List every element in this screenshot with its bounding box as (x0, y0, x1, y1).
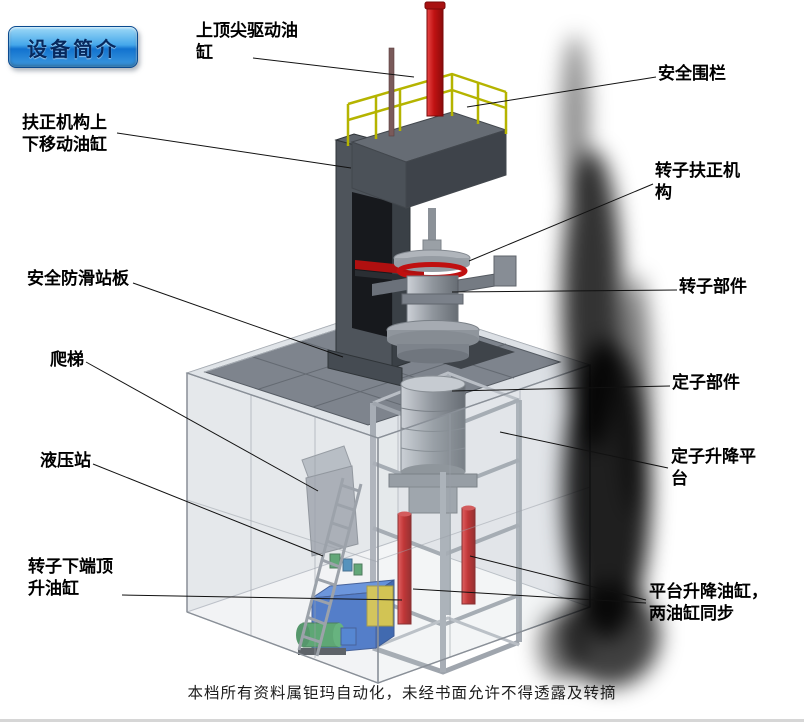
smoke-shadow (538, 35, 660, 687)
leader-hydraulic-station (92, 463, 324, 557)
rotor-assembly (372, 208, 517, 364)
leader-rotor-centering-mechanism (468, 183, 654, 262)
label-hydraulic-station: 液压站 (40, 451, 91, 470)
label-platform-lift-cylinders: 平台升降油缸，两油缸同步 (649, 582, 768, 624)
label-rotor-centering-mechanism: 转子扶正机构 (655, 161, 740, 203)
label-rotor-bottom-jack-cylinder: 转子下端顶升油缸 (28, 557, 113, 599)
ladder (297, 477, 363, 657)
footer-note: 本档所有资料属钜玛自动化，未经书面允许不得透露及转摘 (187, 685, 617, 702)
badge-label: 设备简介 (27, 38, 119, 61)
title-badge: 设备简介 (8, 26, 138, 68)
platform-lift-cylinders (397, 505, 476, 625)
hydraulic-station (296, 445, 395, 655)
top-drive-cylinder (388, 1, 446, 137)
stator-part (388, 375, 478, 672)
leader-antislip-platform (132, 282, 344, 358)
leader-safety-fence (466, 76, 657, 108)
leader-rotor-bottom-jack-cylinder (121, 594, 403, 601)
leader-platform-lift-cylinder-1 (469, 555, 647, 601)
label-ladder: 爬梯 (50, 350, 84, 369)
yellow-unit (366, 585, 394, 627)
leader-top-drive-cylinder (252, 57, 415, 78)
leader-stator-lifting-platform (499, 431, 669, 469)
label-top-drive-cylinder: 上顶尖驱动油缸 (196, 21, 298, 63)
leader-platform-lift-cylinder-2 (412, 588, 647, 604)
safety-fence (346, 72, 508, 146)
label-safety-fence: 安全围栏 (658, 64, 726, 83)
leader-centering-lift-cylinder (116, 132, 352, 169)
label-antislip-platform: 安全防滑站板 (27, 269, 129, 288)
enclosure-front (186, 364, 591, 684)
leader-stator-part (451, 385, 671, 392)
leader-ladder (85, 361, 319, 492)
leader-rotor-part (451, 289, 678, 293)
head-deck (350, 111, 508, 209)
label-centering-lift-cylinder: 扶正机构上下移动油缸 (22, 113, 107, 155)
label-stator-lifting-platform: 定子升降平台 (671, 447, 756, 489)
label-rotor-part: 转子部件 (679, 277, 747, 296)
label-stator-part: 定子部件 (672, 373, 740, 392)
leader-lines (85, 57, 678, 604)
